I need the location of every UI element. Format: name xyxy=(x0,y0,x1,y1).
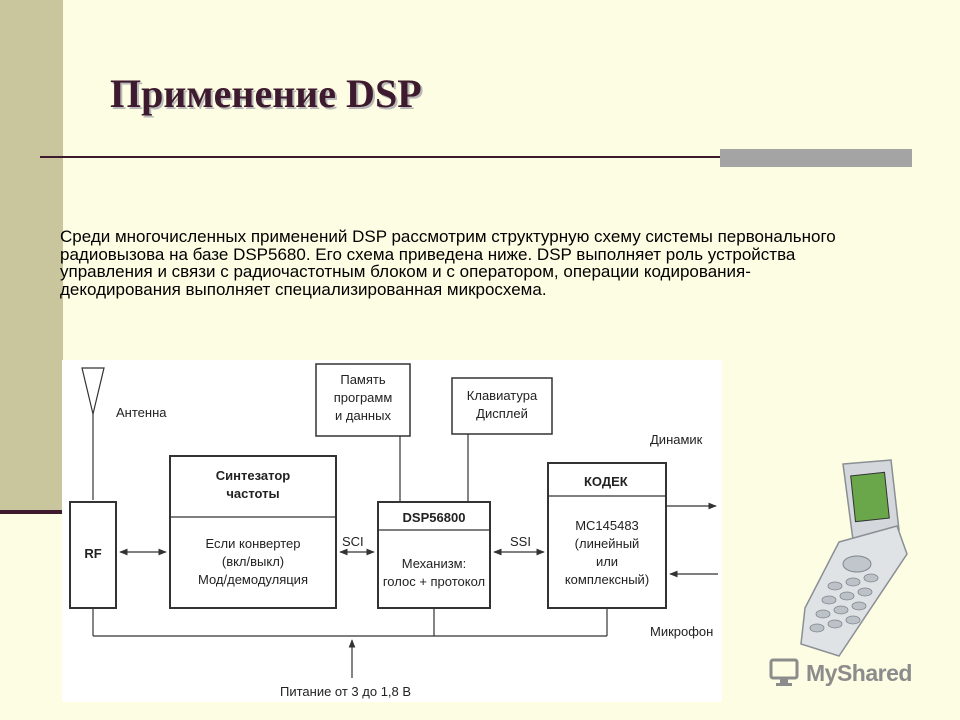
dsp-body-line2: голос + протокол xyxy=(383,574,485,589)
antenna-icon xyxy=(81,367,105,415)
sci-label: SCI xyxy=(342,534,364,549)
phone-body xyxy=(800,525,908,657)
synth-title-line1: Синтезатор xyxy=(216,468,290,483)
dsp-body-line1: Механизм: xyxy=(402,556,466,571)
phone-screen xyxy=(850,471,890,523)
synth-body-line3: Мод/демодуляция xyxy=(198,572,308,587)
codec-title: КОДЕК xyxy=(584,474,628,489)
speaker-label: Динамик xyxy=(650,432,703,447)
phone-keypad xyxy=(809,573,879,633)
phone-dpad xyxy=(842,555,872,573)
slide-body-text: Среди многочисленных применений DSP расс… xyxy=(60,227,836,299)
rf-label: RF xyxy=(84,546,101,561)
keyboard-display-block xyxy=(451,377,553,435)
memory-block xyxy=(315,363,411,437)
watermark-text: MyShared xyxy=(806,660,912,686)
mic-label: Микрофон xyxy=(650,624,713,639)
memory-line3: и данных xyxy=(335,408,391,423)
synth-body-line2: (вкл/выкл) xyxy=(222,554,284,569)
keyboard-line1: Клавиатура xyxy=(467,388,538,403)
keyboard-line2: Дисплей xyxy=(476,406,528,421)
synthesizer-block xyxy=(169,455,337,609)
codec-body-line3: или xyxy=(596,554,618,569)
antenna-label: Антенна xyxy=(116,405,167,420)
codec-body-line1: MC145483 xyxy=(575,518,639,533)
codec-body-line4: комплексный) xyxy=(565,572,649,587)
codec-body-line2: (линейный xyxy=(575,536,640,551)
dsp-title: DSP56800 xyxy=(403,510,466,525)
monitor-icon xyxy=(769,658,799,686)
title-rule xyxy=(40,156,912,158)
synth-body-line1: Если конвертер xyxy=(206,536,301,551)
left-decor-band xyxy=(0,0,63,512)
memory-line1: Память xyxy=(340,372,386,387)
flip-phone-image xyxy=(795,458,917,663)
block-diagram-svg: Антенна RF Синтезатор частоты Если конве… xyxy=(69,363,718,699)
myshared-watermark: MyShared xyxy=(768,658,928,690)
title-rule-accent xyxy=(720,149,912,167)
ssi-label: SSI xyxy=(510,534,531,549)
slide-title: Применение DSP xyxy=(110,71,422,116)
left-band-underline xyxy=(0,510,66,514)
synth-title-line2: частоты xyxy=(226,486,279,501)
block-diagram: Антенна RF Синтезатор частоты Если конве… xyxy=(62,360,722,702)
power-label: Питание от 3 до 1,8 В xyxy=(280,684,411,699)
memory-line2: программ xyxy=(334,390,393,405)
